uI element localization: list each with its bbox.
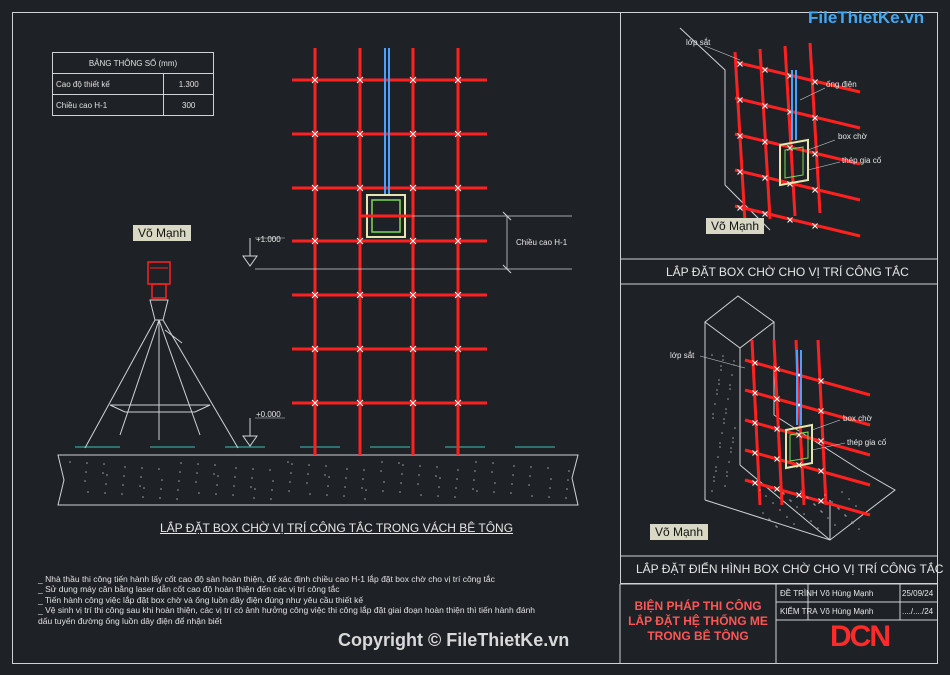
concrete-slab: [57, 454, 579, 506]
drawing-title: BIỆN PHÁP THI CÔNG LẮP ĐẶT HỆ THỐNG ME T…: [620, 587, 776, 657]
label-thep-gia-co-bottom: thép gia cố: [847, 438, 887, 447]
detail-bottom-drawing: [704, 295, 896, 541]
dimension-h1: [255, 211, 572, 274]
table-cell-label: Cao độ thiết kế: [51, 73, 165, 95]
table-cell-value: 300: [163, 94, 214, 116]
table-cell-label: Chiều cao H-1: [51, 94, 165, 116]
construction-notes: _ Nhà thầu thi công tiến hành lấy cốt ca…: [38, 574, 535, 626]
level-label-high: +1.000: [256, 235, 281, 244]
role-label: ĐỀ TRÌNH: [780, 589, 818, 598]
laser-level-tripod: [84, 261, 239, 449]
detail-bottom-rebar: [744, 339, 871, 517]
label-box-cho: box chờ: [838, 132, 867, 141]
name-tag-main: Võ Mạnh: [133, 225, 192, 241]
conduit-pipe: [384, 48, 390, 195]
note-line: _ Vệ sinh vị trí thi công sau khi hoàn t…: [38, 605, 536, 616]
title-line: TRONG BÊ TÔNG: [647, 629, 749, 643]
detail-top-drawing: [679, 27, 861, 238]
detail-bottom-box: [699, 350, 846, 470]
concrete-texture: [711, 354, 860, 530]
site-logo: FileThietKe.vn: [808, 8, 925, 27]
note-line: _ Tiến hành công việc lắp đặt box chờ và…: [38, 594, 364, 605]
note-line: dấu tuyến đường ống luồn dây điện để nhậ…: [38, 615, 222, 626]
name-value: Võ Hùng Mạnh: [820, 589, 874, 598]
label-box-cho-bottom: box chờ: [843, 414, 872, 423]
note-line: _ Nhà thầu thi công tiến hành lấy cốt ca…: [38, 574, 495, 584]
label-lop-sat-bottom: lớp sắt: [670, 351, 695, 360]
title-line: LẮP ĐẶT HỆ THỐNG ME: [628, 614, 768, 628]
date-value: 25/09/24: [902, 589, 934, 598]
brand-logo: DCN: [830, 620, 891, 653]
level-symbol-high: [242, 237, 285, 267]
label-thep-gia-co: thép gia cố: [842, 156, 882, 165]
detail-top-caption: LẮP ĐẶT BOX CHỜ CHO VỊ TRÍ CÔNG TẮC: [666, 265, 909, 279]
level-symbol-zero: [242, 417, 285, 447]
date-value: ..../..../24: [902, 607, 934, 616]
title-line: BIỆN PHÁP THI CÔNG: [634, 599, 762, 613]
note-line: _ Sử dụng máy cân bằng laser dẫn cốt cao…: [38, 584, 340, 595]
copyright-watermark: Copyright © FileThietKe.vn: [338, 630, 570, 650]
switch-box: [360, 194, 412, 238]
name-value: Võ Hùng Mạnh: [820, 607, 874, 616]
label-ong-dien: ống điện: [826, 80, 857, 89]
detail-bottom-caption: LẮP ĐẶT ĐIỂN HÌNH BOX CHỜ CHO VỊ TRÍ CÔN…: [636, 562, 944, 576]
name-tag-bottom: Võ Mạnh: [650, 524, 709, 540]
main-caption: LẮP ĐẶT BOX CHỜ VỊ TRÍ CÔNG TẮC TRONG VÁ…: [160, 521, 514, 535]
name-tag-top: Võ Mạnh: [706, 218, 765, 234]
role-label: KIỂM TRA: [780, 607, 818, 616]
parameter-table: BẢNG THÔNG SỐ (mm) Cao độ thiết kế 1.300…: [51, 52, 214, 116]
table-cell-value: 1.300: [163, 73, 214, 95]
dimension-label: Chiều cao H-1: [516, 238, 568, 247]
label-lop-sat: lớp sắt: [686, 38, 711, 47]
slab-texture: [69, 461, 570, 500]
table-header: BẢNG THÔNG SỐ (mm): [52, 52, 214, 74]
level-label-zero: +0.000: [256, 410, 281, 419]
